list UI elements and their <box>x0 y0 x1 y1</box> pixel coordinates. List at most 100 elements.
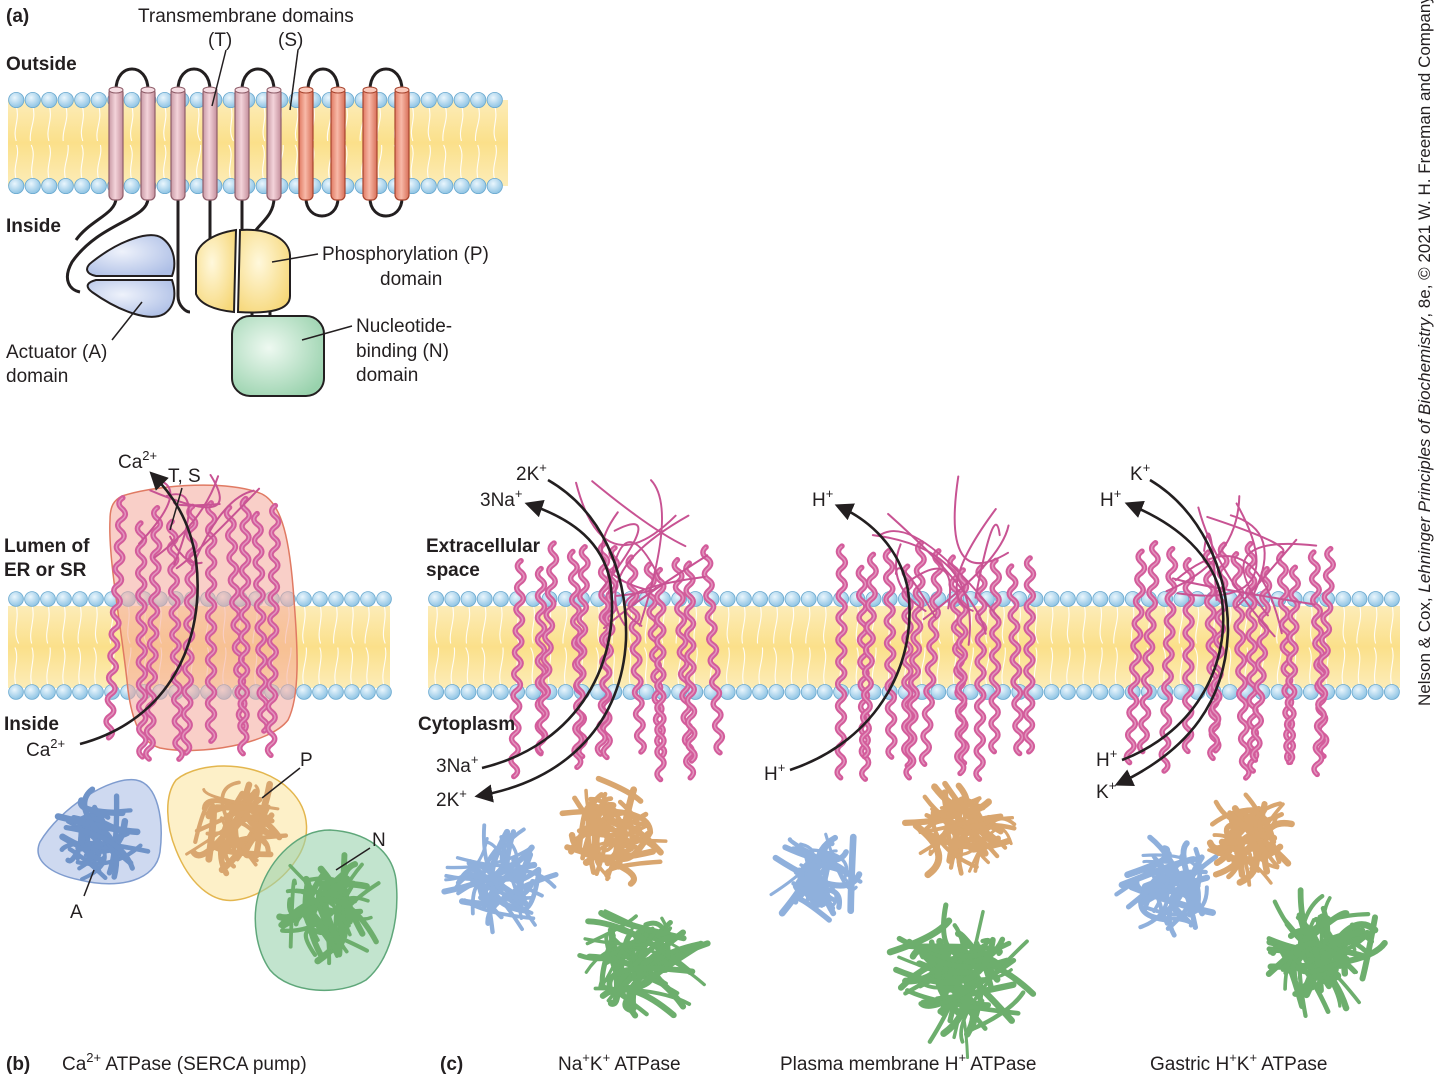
nak-atpase-p-ribbon <box>582 800 599 866</box>
serca-loop <box>153 475 220 559</box>
tm-helix-cap <box>394 86 410 94</box>
phosphorylation-label-1: Phosphorylation (P) <box>322 244 489 265</box>
lipid-head <box>557 684 574 700</box>
hk-atpase-a-ribbon <box>1114 845 1171 897</box>
serca-helix-shine <box>253 513 268 732</box>
nak-atpase-p-ribbon <box>595 775 644 804</box>
h-atpase-helix <box>973 563 988 782</box>
lipid-tail <box>1308 604 1314 687</box>
lipid-head <box>1384 591 1400 607</box>
lipid-tail <box>332 604 339 687</box>
lipid-head <box>8 591 24 607</box>
lipid-head <box>376 591 392 607</box>
serca-p-domain-structure <box>185 780 289 877</box>
serca-n-ribbon <box>285 888 332 966</box>
lipid-head <box>1335 591 1352 607</box>
lipid-tail <box>163 105 167 181</box>
lipid-head <box>444 684 461 700</box>
lipid-head <box>1076 684 1092 700</box>
h-atpase-n-ribbon <box>906 938 1010 970</box>
lipid-head <box>1092 591 1109 607</box>
h-atpase-helix <box>1005 563 1026 757</box>
lipid-tail <box>442 105 447 181</box>
lipid-head <box>453 91 470 109</box>
lipid-head <box>8 177 25 195</box>
nak-atpase-p-ribbon <box>617 799 642 844</box>
serca-a-ribbon <box>54 813 141 836</box>
nak-atpase-n-ribbon <box>643 920 671 960</box>
h-atpase-loop <box>871 534 971 646</box>
hk-atpase-n-ribbon <box>1298 962 1342 983</box>
atpase-structures <box>441 475 1388 1060</box>
tm-helix <box>362 87 378 201</box>
lipid-head <box>1384 684 1400 700</box>
h-atpase-n-ribbon <box>965 990 1026 1034</box>
tm-helix-cap <box>330 86 346 94</box>
lipid-tail <box>465 604 471 687</box>
lipid-head <box>1043 591 1060 607</box>
hk-atpase-helix <box>1202 549 1222 754</box>
lipid-tail <box>595 604 601 687</box>
lipid-head <box>470 91 487 109</box>
hk-atpase-helix <box>1283 564 1301 766</box>
lipid-head <box>719 591 736 607</box>
nak-atpase-p-ribbon <box>615 786 638 870</box>
lipid-head <box>328 591 344 607</box>
lipid-tail <box>30 604 34 687</box>
h-arrow-hk <box>1121 500 1225 762</box>
lipid-head <box>40 684 56 700</box>
nak-atpase-a-ribbon <box>469 878 533 900</box>
lipid-tail <box>805 604 811 687</box>
lipid-tail <box>1050 604 1054 687</box>
lipid-tail <box>1098 604 1104 687</box>
serca-helix <box>251 510 270 734</box>
serca-helix <box>204 500 218 744</box>
lipid-head <box>72 684 88 700</box>
hk-atpase-n-ribbon <box>1287 927 1324 994</box>
phosphorylation-label-2: domain <box>380 269 442 290</box>
hk-atpase-p-ribbon <box>1240 807 1277 845</box>
serca-p-ribbon <box>193 801 215 845</box>
nucleotide-label-1: Nucleotide- <box>356 316 452 337</box>
serca-p-ribbon <box>205 804 217 863</box>
hk-top-h: H+ <box>1100 486 1121 511</box>
lipid-head <box>930 684 947 700</box>
hk-atpase-helix-shine <box>1183 559 1194 752</box>
hk-atpase-loop <box>1234 538 1298 609</box>
ca-top-label: Ca2+ <box>118 448 157 473</box>
lipid-head <box>1367 591 1384 607</box>
nak-top-na: 3Na+ <box>480 486 522 511</box>
lipid-tail <box>1066 604 1071 687</box>
lipid-head <box>72 591 88 607</box>
nak-atpase-a-ribbon <box>485 872 559 926</box>
nak-atpase-helix <box>625 554 647 755</box>
lipid-tail <box>93 604 98 687</box>
lipid-head <box>312 591 328 607</box>
h-bottom: H+ <box>764 760 785 785</box>
nak-atpase-a-ribbon <box>504 829 542 884</box>
nak-atpase-n-ribbon <box>606 965 696 996</box>
h-atpase-a-ribbon <box>847 833 857 915</box>
actuator-domain-shape-lower <box>86 279 176 318</box>
hk-bottom-h: H+ <box>1096 746 1117 771</box>
actuator-label-1: Actuator (A) <box>6 342 107 363</box>
hk-atpase-helix <box>1158 545 1179 774</box>
lipid-tail <box>14 604 20 687</box>
hk-atpase-p-ribbon <box>1226 810 1243 880</box>
lipid-head <box>437 177 454 195</box>
nak-atpase-p-ribbon <box>604 859 663 880</box>
hk-atpase-p-ribbon <box>1253 801 1283 869</box>
lipid-head <box>24 591 40 607</box>
lipid-head <box>817 684 833 700</box>
extracellular-label-2: space <box>426 560 480 581</box>
tm-helix-cap <box>362 86 378 94</box>
lipid-head <box>752 684 768 700</box>
lipid-head <box>88 684 104 700</box>
panel-c: Extracellular space Cytoplasm 2K+ 3Na+ 3… <box>418 460 1400 1075</box>
serca-n-ribbon <box>288 863 373 921</box>
actuator-domain-shape <box>86 234 176 277</box>
lipid-head <box>1060 684 1076 700</box>
tm-helix-cap <box>234 86 250 94</box>
hk-atpase-helix-shine <box>1309 551 1328 757</box>
serca-a-ribbon <box>75 831 130 852</box>
